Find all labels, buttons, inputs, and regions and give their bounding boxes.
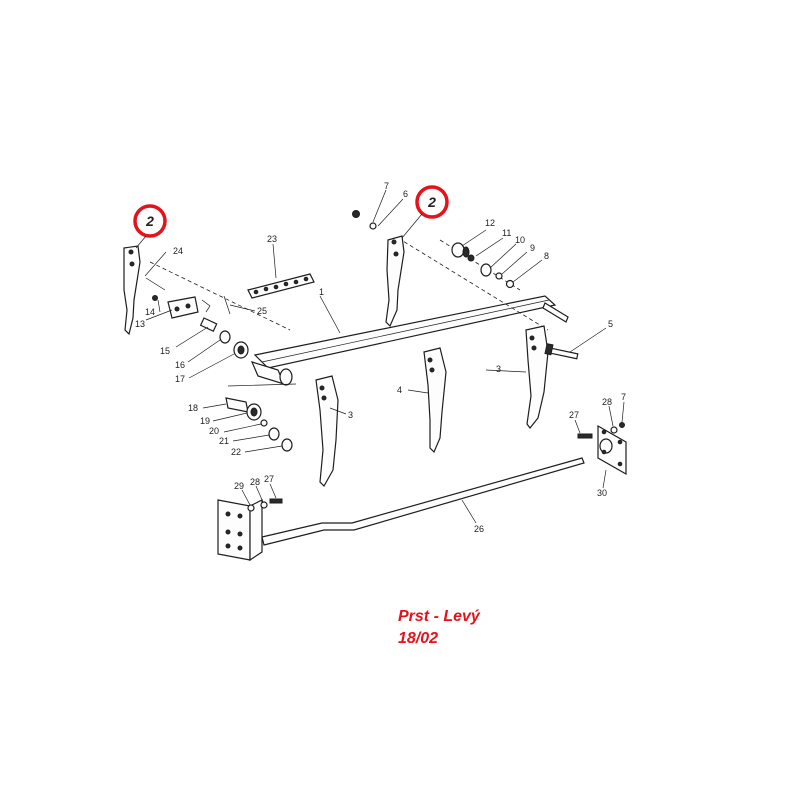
part-1-main-bar: [253, 295, 557, 369]
assembly-axis-left: [149, 261, 291, 331]
part-23-chain: [247, 273, 315, 299]
callout-16: 16: [175, 360, 185, 370]
caption-part-name: Prst - Levý: [398, 608, 480, 625]
upper-hardware: [352, 210, 569, 323]
parts-18-22: [225, 397, 293, 452]
callout-20: 20: [209, 426, 219, 436]
left-hardware: [145, 277, 231, 332]
callout-28-left: 28: [250, 477, 260, 487]
callout-2-top: 2: [427, 194, 436, 210]
callout-17: 17: [175, 374, 185, 384]
callout-15: 15: [160, 346, 170, 356]
callout-9: 9: [530, 243, 535, 253]
part-30-right-plate: [577, 422, 627, 476]
callout-24: 24: [173, 246, 183, 256]
part-2-finger-upper: [385, 235, 405, 328]
callout-27-right: 27: [569, 410, 579, 420]
leader-lines: [144, 189, 625, 524]
callout-25: 25: [257, 306, 267, 316]
highlight-callout-2-left: 2: [133, 204, 167, 249]
callout-2-left: 2: [145, 213, 154, 229]
highlight-ring-top: [415, 185, 449, 219]
part-26-lower-bar: [261, 457, 585, 546]
callout-26: 26: [474, 524, 484, 534]
callout-13: 13: [135, 319, 145, 329]
callout-3-right: 3: [496, 364, 501, 374]
callout-labels: 1 3 3 4 5 6 7 7 8 9 10 11 12 13 14 15 16…: [135, 181, 626, 534]
callout-14: 14: [145, 307, 155, 317]
callout-19: 19: [200, 416, 210, 426]
parts-15-17: [219, 330, 293, 386]
lower-left-bracket: [217, 499, 263, 562]
callout-12: 12: [485, 218, 495, 228]
callout-22: 22: [231, 447, 241, 457]
part-5-bolt: [544, 343, 579, 360]
part-4-finger: [423, 347, 447, 454]
callout-28-right: 28: [602, 397, 612, 407]
part-3-finger-right: [525, 325, 549, 429]
caption-part-code: 18/02: [398, 630, 439, 647]
callout-1: 1: [319, 287, 324, 297]
callout-23: 23: [267, 234, 277, 244]
highlight-ring-left: [133, 204, 167, 238]
callout-11: 11: [502, 228, 511, 238]
callout-29: 29: [234, 481, 244, 491]
callout-30: 30: [597, 488, 607, 498]
callout-21: 21: [219, 436, 229, 446]
callout-4: 4: [397, 385, 402, 395]
callout-18: 18: [188, 403, 198, 413]
callout-10: 10: [515, 235, 525, 245]
callout-27-left: 27: [264, 474, 274, 484]
highlight-callout-2-top: 2: [401, 185, 449, 239]
lower-left-hardware: [247, 498, 283, 512]
callout-6: 6: [403, 189, 408, 199]
part-3-finger-center: [315, 375, 339, 487]
callout-7-top: 7: [384, 181, 389, 191]
callout-7-right: 7: [621, 392, 626, 402]
callout-8: 8: [544, 251, 549, 261]
callout-3-center: 3: [348, 410, 353, 420]
part-2-finger-left: [123, 245, 141, 336]
assembly-axis-right: [397, 237, 549, 331]
callout-5: 5: [608, 319, 613, 329]
